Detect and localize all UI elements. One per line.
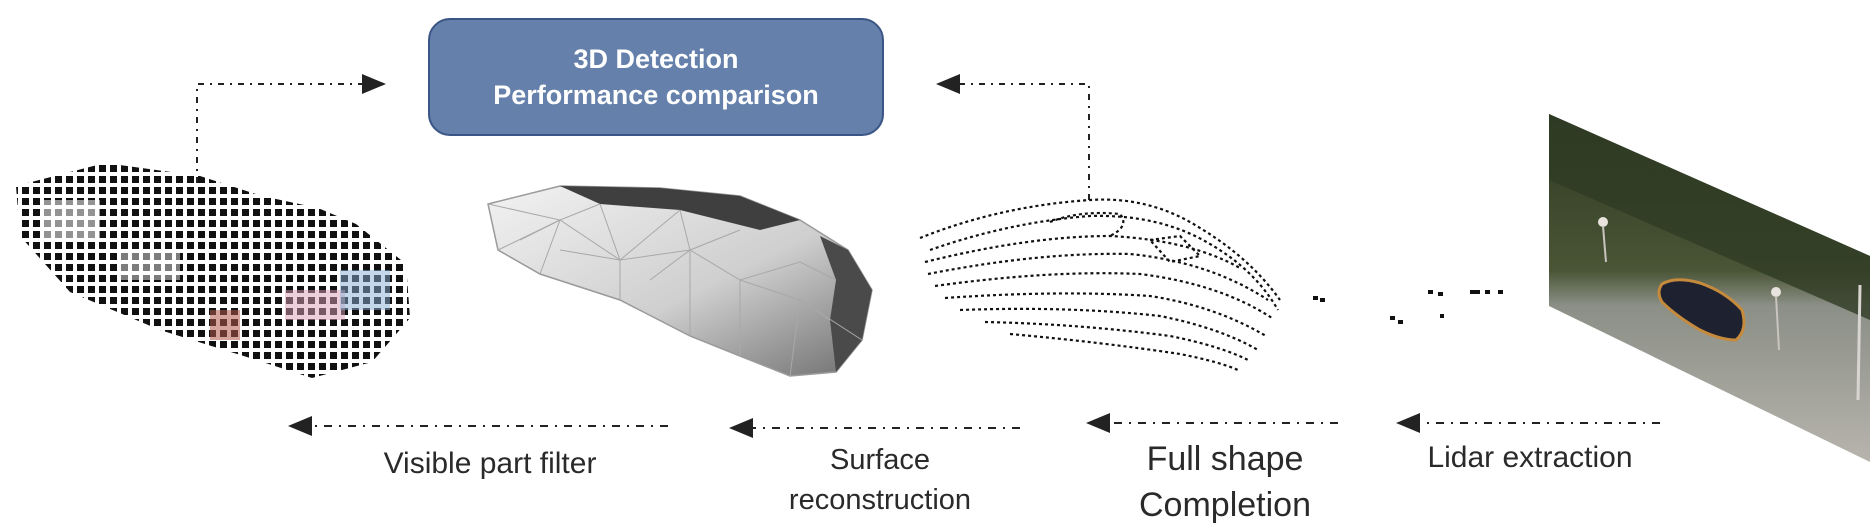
surface-line1: Surface <box>830 444 930 476</box>
box-title-line1: 3D Detection <box>573 44 739 74</box>
mesh-car-image <box>487 185 873 377</box>
label-full-shape-completion: Full shape Completion <box>1105 436 1345 528</box>
sparse-points <box>1313 290 1503 324</box>
label-lidar-extraction: Lidar extraction <box>1427 441 1633 474</box>
box-title-line2: Performance comparison <box>493 80 819 110</box>
pointcloud-car-image <box>919 198 1281 372</box>
label-visible-part-filter: Visible part filter <box>383 447 597 480</box>
detection-comparison-box: 3D Detection Performance comparison <box>428 18 884 136</box>
label-surface-reconstruction: Surface reconstruction <box>760 440 1000 520</box>
connector-right-top <box>936 74 1090 200</box>
connector-left-top <box>196 74 386 183</box>
completion-line2: Completion <box>1139 486 1311 524</box>
street-scene-photo <box>1549 114 1870 462</box>
voxel-car-image <box>16 163 410 378</box>
completion-line1: Full shape <box>1146 440 1304 478</box>
surface-line2: reconstruction <box>788 484 972 516</box>
